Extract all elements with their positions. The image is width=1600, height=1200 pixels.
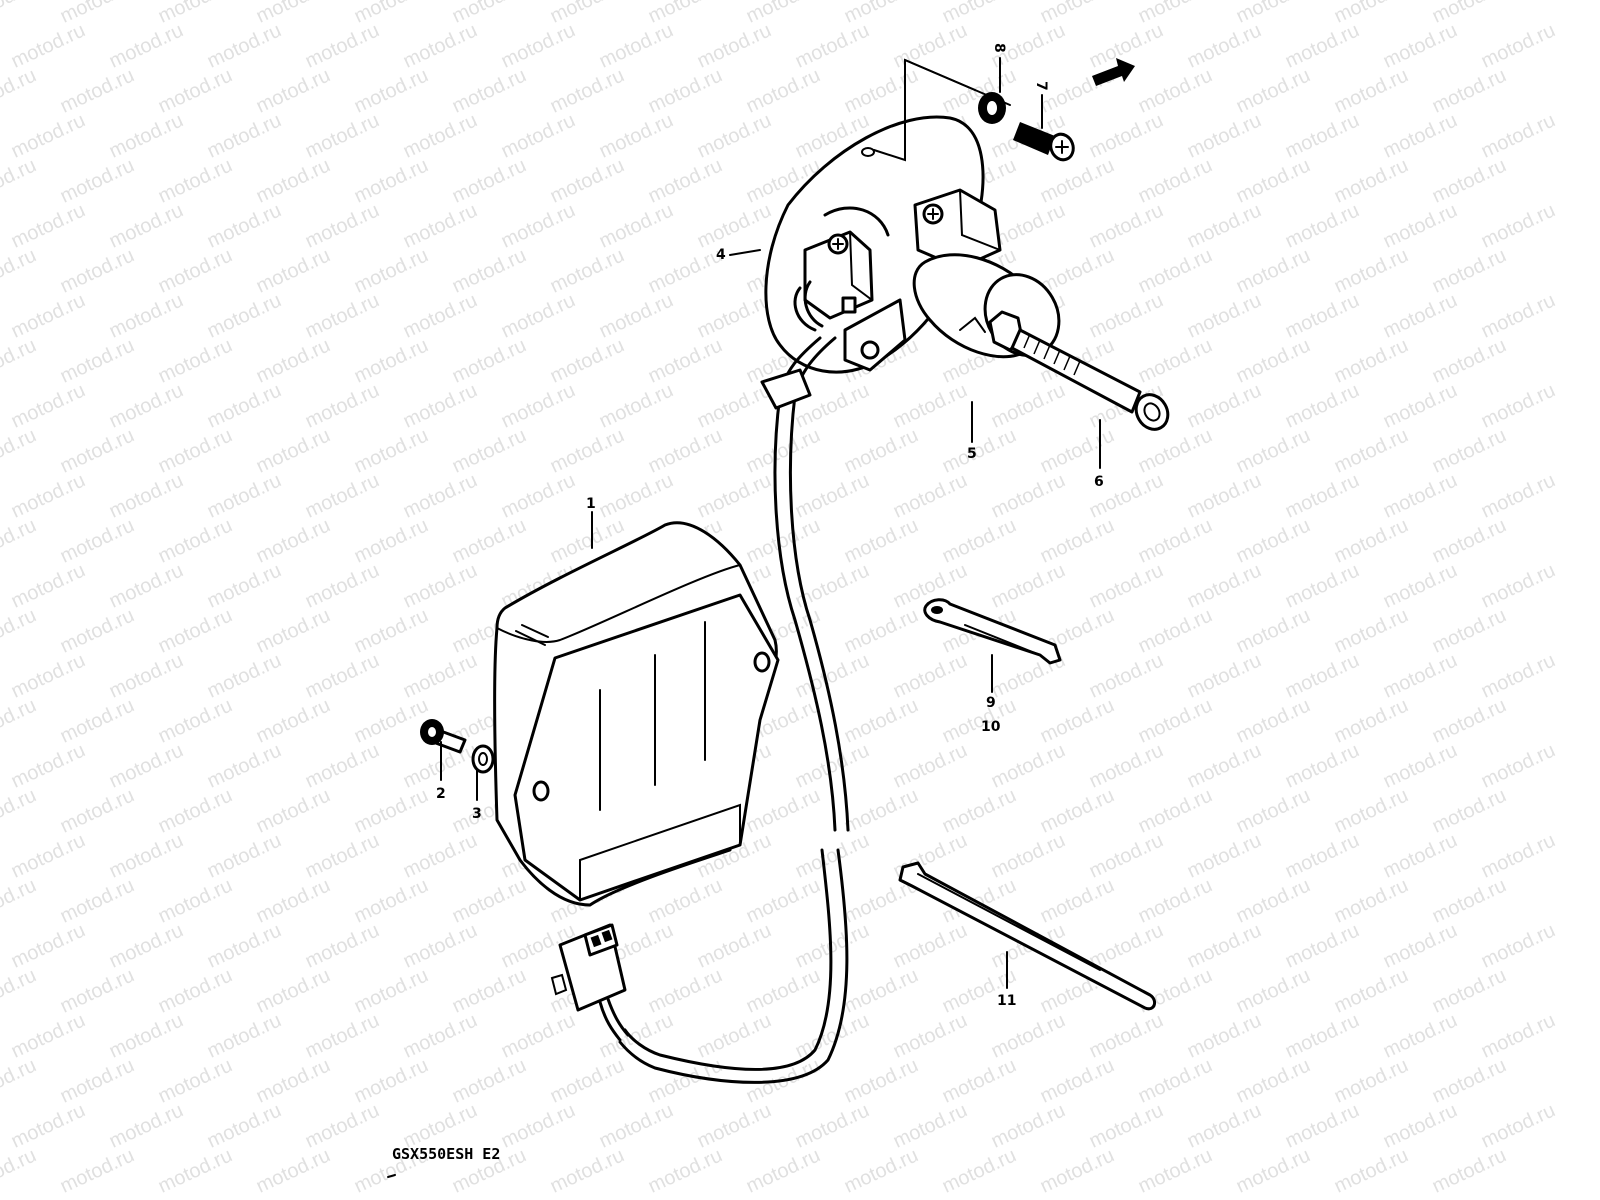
bolt-part-2 (420, 719, 467, 754)
callout-5: 5 (967, 446, 977, 462)
arrow-icon (1092, 58, 1135, 86)
wire-harness (618, 336, 850, 1084)
callout-leaders (440, 57, 1101, 989)
callout-4: 4 (716, 247, 726, 263)
callout-11: 11 (997, 993, 1016, 1009)
wire-connector (550, 923, 630, 1042)
callout-2: 2 (436, 786, 446, 802)
callout-labels: 1 2 3 4 5 6 7 8 9 10 11 (436, 43, 1104, 1009)
rotor-bolt (988, 310, 1170, 431)
screw-part-7 (1013, 122, 1075, 162)
callout-9: 9 (986, 695, 996, 711)
callout-1: 1 (586, 496, 596, 512)
pickup-coil-left (793, 206, 890, 332)
callout-8: 8 (991, 43, 1007, 53)
clamp-part-9-10 (923, 598, 1062, 665)
callout-7: 7 (1033, 81, 1049, 91)
igniter-unit (493, 521, 780, 907)
callout-3: 3 (472, 806, 482, 822)
callout-10: 10 (981, 719, 1001, 735)
signal-generator-plate (764, 115, 1002, 374)
washer-part-3 (471, 744, 495, 774)
cable-tie-part-11 (898, 861, 1157, 1011)
model-caption: GSX550ESH E2 (392, 1145, 500, 1163)
callout-6: 6 (1094, 474, 1104, 490)
pickup-coil-right (913, 188, 1002, 270)
